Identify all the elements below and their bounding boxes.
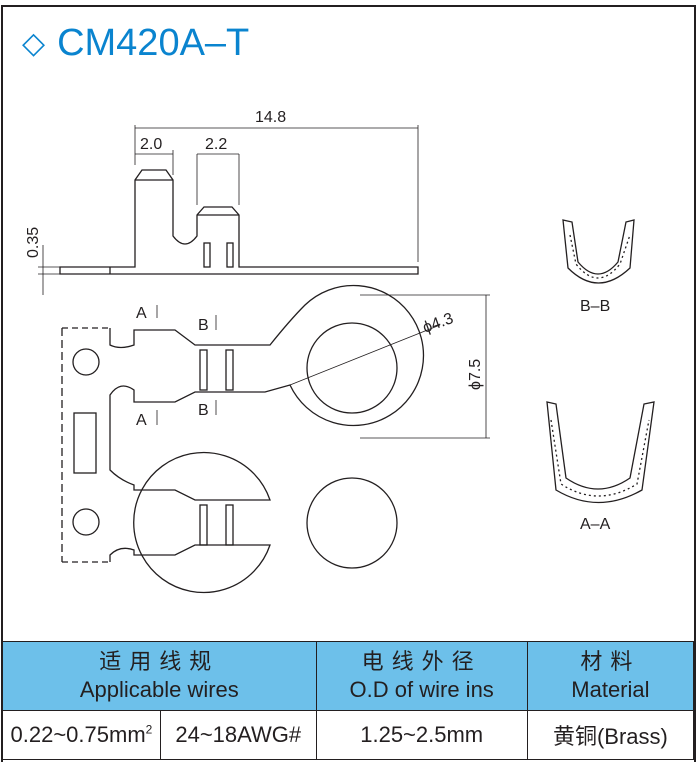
- header-cn: 材料: [580, 649, 641, 674]
- header-cn: 电线外径: [361, 649, 482, 674]
- header-material: 材料 Material: [526, 641, 695, 711]
- product-title: ◇ CM420A–T: [22, 22, 249, 65]
- header-en: Material: [571, 677, 650, 702]
- spec-table: 适用线规 Applicable wires 电线外径 O.D of wire i…: [2, 641, 695, 760]
- dim-ring-diameter: ϕ7.5: [467, 359, 484, 390]
- section-mark-b-bottom: B: [198, 402, 209, 419]
- product-code: CM420A–T: [57, 22, 250, 64]
- dim-overall-length: 14.8: [255, 109, 286, 126]
- value-material: 黄铜(Brass): [526, 710, 695, 760]
- spec-header-row: 适用线规 Applicable wires 电线外径 O.D of wire i…: [2, 641, 695, 711]
- header-en: Applicable wires: [79, 677, 239, 702]
- header-applicable-wires: 适用线规 Applicable wires: [2, 641, 317, 711]
- side-view: [38, 125, 419, 295]
- value-mm2-sup: 2: [145, 722, 153, 737]
- section-mark-a-top: A: [136, 305, 147, 322]
- value-awg: 24~18AWG#: [159, 710, 317, 760]
- section-label-aa: A–A: [580, 516, 611, 533]
- top-view: [61, 284, 490, 594]
- spec-value-row: 0.22~0.75mm2 24~18AWG# 1.25~2.5mm 黄铜(Bra…: [2, 710, 695, 760]
- value-mm2-text: 0.22~0.75mm: [10, 722, 146, 747]
- section-bb: [562, 219, 635, 284]
- dim-thickness: 0.35: [25, 227, 42, 258]
- section-label-bb: B–B: [580, 298, 610, 315]
- header-cn: 适用线规: [99, 649, 220, 674]
- section-mark-a-bottom: A: [136, 412, 147, 429]
- technical-drawing: 14.8 2.0 2.2 0.35 A A B B ϕ4.3: [25, 109, 655, 594]
- border-frame: [1, 5, 696, 762]
- value-od: 1.25~2.5mm: [315, 710, 528, 760]
- dim-insulation-width: 2.0: [140, 136, 162, 153]
- section-mark-b-top: B: [198, 317, 209, 334]
- dim-conductor-width: 2.2: [205, 136, 227, 153]
- value-mm2: 0.22~0.75mm2: [2, 710, 161, 760]
- diamond-icon: ◇: [22, 27, 46, 60]
- header-wire-od: 电线外径 O.D of wire ins: [315, 641, 528, 711]
- section-aa: [546, 401, 655, 504]
- header-en: O.D of wire ins: [349, 677, 494, 702]
- dim-hole-diameter: ϕ4.3: [421, 310, 456, 337]
